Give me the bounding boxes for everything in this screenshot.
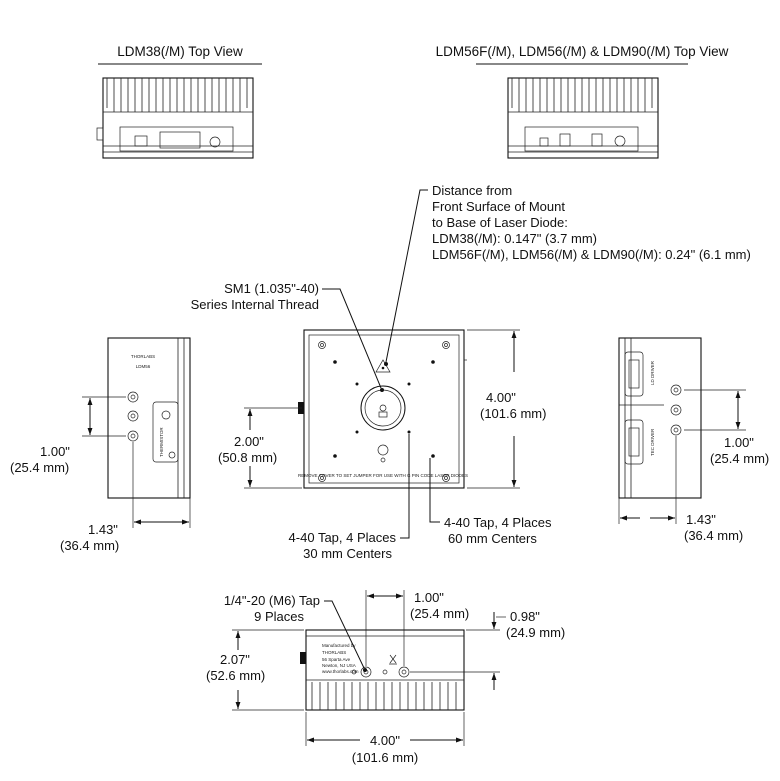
remove-cover-note: REMOVE COVER TO SET JUMPER FOR USE WITH … — [298, 473, 468, 478]
right-spacing-mm: (25.4 mm) — [710, 451, 769, 466]
bottom-height-dimension: 2.07" (52.6 mm) — [206, 629, 304, 711]
left-side-view: THORLABS LDM56 THERMISTOR — [107, 337, 191, 499]
right-depth-in: 1.43" — [686, 512, 716, 527]
right-spacing-dimension: 1.00" (25.4 mm) — [684, 389, 769, 466]
distance-line-2: Front Surface of Mount — [432, 199, 565, 214]
bottom-address-3: www.thorlabs.com — [322, 669, 359, 674]
ldm38-top-view-title: LDM38(/M) Top View — [117, 44, 243, 59]
right-ld-driver-label: LD DRIVER — [650, 360, 655, 385]
bottom-height-mm: (52.6 mm) — [206, 668, 265, 683]
sm1-line-1: SM1 (1.035"-40) — [224, 281, 319, 296]
tap60-line-2: 60 mm Centers — [448, 531, 537, 546]
sm1-line-2: Series Internal Thread — [191, 297, 319, 312]
left-depth-dimension: 1.43" (36.4 mm) — [60, 442, 191, 553]
distance-line-5: LDM56F(/M), LDM56(/M) & LDM90(/M): 0.24"… — [432, 247, 751, 262]
tap60-callout: 4-40 Tap, 4 Places 60 mm Centers — [429, 458, 552, 546]
bottom-width-in: 4.00" — [370, 733, 400, 748]
right-side-view: LD DRIVER TEC DRIVER — [618, 337, 702, 499]
front-height-dimension: 4.00" (101.6 mm) — [467, 329, 546, 489]
bottom-width-mm: (101.6 mm) — [352, 750, 418, 765]
front-center-mm: (50.8 mm) — [218, 450, 277, 465]
distance-line-4: LDM38(/M): 0.147" (3.7 mm) — [432, 231, 597, 246]
bottom-top-spacing-mm: (25.4 mm) — [410, 606, 469, 621]
left-spacing-dimension: 1.00" (25.4 mm) — [10, 396, 126, 475]
sm1-callout: SM1 (1.035"-40) Series Internal Thread — [191, 281, 384, 392]
front-center-dimension: 2.00" (50.8 mm) — [218, 407, 302, 489]
bottom-width-dimension: 4.00" (101.6 mm) — [305, 712, 465, 765]
right-spacing-in: 1.00" — [724, 435, 754, 450]
right-depth-dimension: 1.43" (36.4 mm) — [618, 436, 743, 543]
left-depth-mm: (36.4 mm) — [60, 538, 119, 553]
left-model: LDM56 — [136, 364, 151, 369]
tap-quarter-line-2: 9 Places — [254, 609, 304, 624]
tap-quarter-callout: 1/4"-20 (M6) Tap 9 Places — [224, 593, 367, 672]
left-depth-in: 1.43" — [88, 522, 118, 537]
front-height-mm: (101.6 mm) — [480, 406, 546, 421]
bottom-address-1: 56 Sparta Ave — [322, 657, 351, 662]
tap60-line-1: 4-40 Tap, 4 Places — [444, 515, 552, 530]
front-height-in: 4.00" — [486, 390, 516, 405]
tap30-callout: 4-40 Tap, 4 Places 30 mm Centers — [289, 434, 410, 561]
bottom-brand: THORLABS — [322, 650, 346, 655]
bottom-offset-mm: (24.9 mm) — [506, 625, 565, 640]
right-depth-mm: (36.4 mm) — [684, 528, 743, 543]
left-spacing-in: 1.00" — [40, 444, 70, 459]
distance-line-3: to Base of Laser Diode: — [432, 215, 568, 230]
bottom-view: Manufactured by THORLABS 56 Sparta Ave N… — [300, 629, 465, 711]
bottom-offset-dimension: 0.98" (24.9 mm) — [410, 609, 565, 690]
tap30-line-2: 30 mm Centers — [303, 546, 392, 561]
tap30-line-1: 4-40 Tap, 4 Places — [289, 530, 397, 545]
front-center-in: 2.00" — [234, 434, 264, 449]
distance-line-1: Distance from — [432, 183, 512, 198]
bottom-top-spacing-dimension: 1.00" (25.4 mm) — [365, 590, 469, 666]
ldm38-top-view: LDM38(/M) Top View — [96, 44, 262, 159]
bottom-top-spacing-in: 1.00" — [414, 590, 444, 605]
bottom-height-in: 2.07" — [220, 652, 250, 667]
bottom-manufactured-by: Manufactured by — [322, 643, 356, 648]
left-spacing-mm: (25.4 mm) — [10, 460, 69, 475]
right-tec-driver-label: TEC DRIVER — [650, 428, 655, 456]
ldm56-top-view-title: LDM56F(/M), LDM56(/M) & LDM90(/M) Top Vi… — [436, 44, 729, 59]
left-brand: THORLABS — [131, 354, 155, 359]
left-thermistor-label: THERMISTOR — [159, 427, 164, 457]
bottom-address-2: Newton, NJ USA — [322, 663, 356, 668]
ldm56-top-view: LDM56F(/M), LDM56(/M) & LDM90(/M) Top Vi… — [436, 44, 729, 159]
distance-callout: Distance from Front Surface of Mount to … — [384, 183, 751, 366]
front-view: REMOVE COVER TO SET JUMPER FOR USE WITH … — [298, 329, 468, 489]
bottom-offset-in: 0.98" — [510, 609, 540, 624]
tap-quarter-line-1: 1/4"-20 (M6) Tap — [224, 593, 320, 608]
